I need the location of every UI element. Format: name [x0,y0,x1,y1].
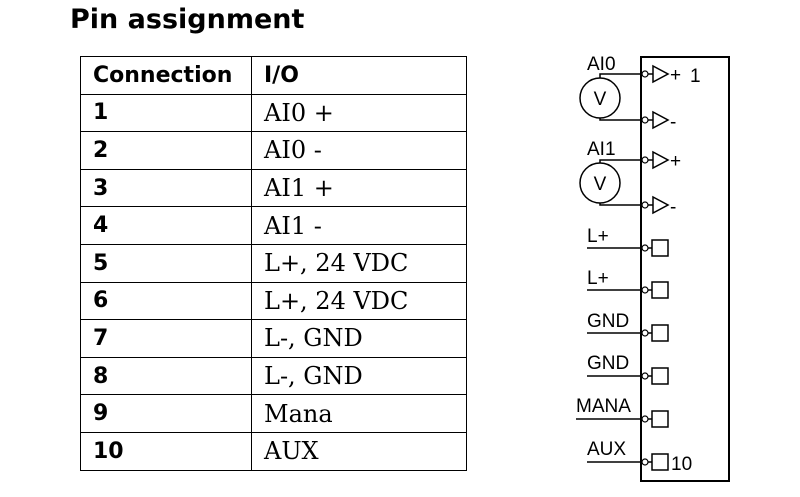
table-row: 6 L+, 24 VDC [80,281,467,321]
io-cell: L+, 24 VDC [251,243,467,283]
connection-cell: 1 [80,93,252,133]
io-cell: L-, GND [251,319,467,358]
pin-sign-4: - [670,197,676,218]
label-l-plus-2: L+ [587,268,609,289]
label-gnd-1: GND [587,311,629,332]
table-row: 5 L+, 24 VDC [80,243,467,283]
io-cell: AI1 + [251,168,467,208]
connection-cell: 2 [80,131,252,170]
io-cell: AI0 + [251,93,467,133]
column-header-io: I/O [251,56,467,95]
terminal-block [640,56,730,482]
io-cell: AI1 - [251,206,467,245]
table-row: 7 L-, GND [80,319,467,358]
io-cell: L-, GND [251,356,467,396]
voltmeter-ai1-icon: V [579,159,645,206]
terminal-6-icon [641,281,669,299]
input-arrow-1-icon [641,64,670,84]
io-cell: Mana [251,394,467,433]
label-mana: MANA [576,396,631,417]
svg-text:V: V [594,174,607,195]
connection-cell: 4 [80,206,252,245]
connection-cell: 8 [80,356,252,396]
connection-cell: 5 [80,243,252,283]
connection-cell: 3 [80,168,252,208]
wiring-diagram: AI0 V + 1 - AI1 V + - L+ [576,54,730,482]
table-row: 9 Mana [80,394,467,433]
table-row: 8 L-, GND [80,356,467,396]
pin-number-10: 10 [671,454,692,475]
table-header-row: Connection I/O [80,56,467,95]
io-cell: L+, 24 VDC [251,281,467,321]
pin-sign-2: - [670,112,676,133]
connection-cell: 7 [80,319,252,358]
connection-cell: 9 [80,394,252,433]
io-cell: AUX [251,431,467,471]
connection-cell: 6 [80,281,252,321]
svg-text:V: V [594,89,607,110]
terminal-7-icon [641,324,669,342]
input-arrow-3-icon [641,150,670,170]
pin-sign-3: + [670,151,681,172]
table-row: 3 AI1 + [80,168,467,208]
input-arrow-4-icon [641,195,670,215]
pin-sign-1: + [670,65,681,86]
connection-cell: 10 [80,431,252,471]
pin-assignment-table: Connection I/O 1 AI0 + 2 AI0 - 3 AI1 + 4… [80,56,467,471]
label-ai0: AI0 [587,54,616,75]
pin-number-1: 1 [690,66,701,87]
label-gnd-2: GND [587,353,629,374]
label-l-plus-1: L+ [587,226,609,247]
terminal-5-icon [641,239,669,257]
page-title: Pin assignment [70,4,305,35]
input-arrow-2-icon [641,110,670,130]
table-row: 2 AI0 - [80,131,467,170]
table-row: 10 AUX [80,431,467,471]
voltmeter-ai0-icon: V [579,73,645,121]
io-cell: AI0 - [251,131,467,170]
table-row: 4 AI1 - [80,206,467,245]
label-ai1: AI1 [587,139,616,160]
table-row: 1 AI0 + [80,93,467,133]
terminal-8-icon [641,367,669,385]
terminal-10-icon [641,453,669,471]
column-header-connection: Connection [80,56,252,95]
terminal-9-icon [641,410,669,428]
label-aux: AUX [587,439,626,460]
